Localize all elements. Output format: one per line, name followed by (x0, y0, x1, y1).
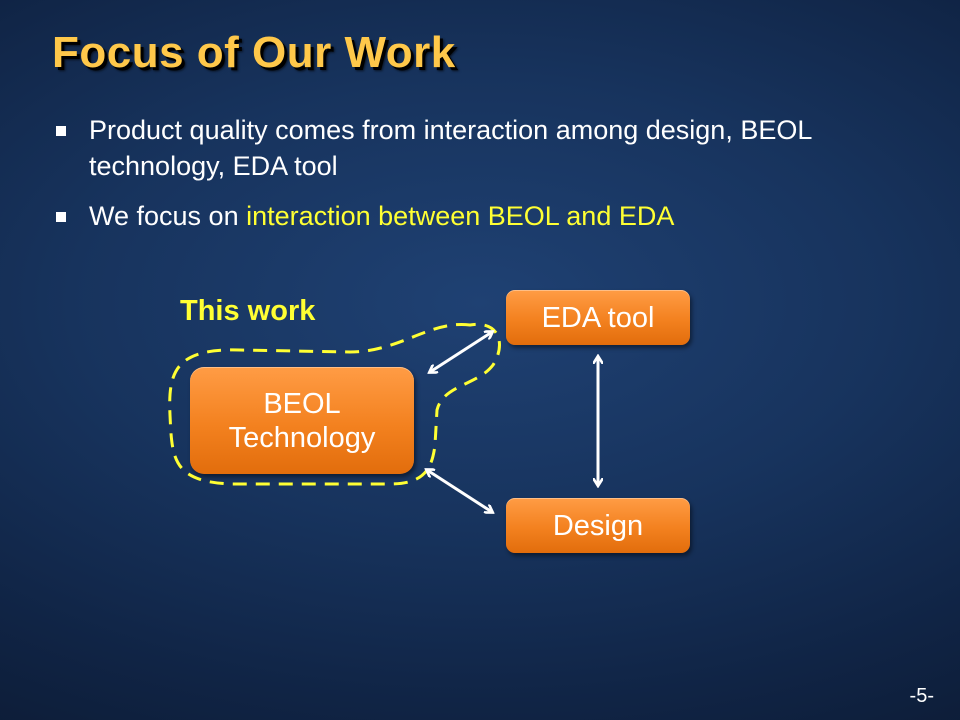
beol-label-line2: Technology (228, 421, 376, 454)
design-label: Design (552, 509, 644, 542)
bullet-text: Product quality comes from interaction a… (89, 115, 812, 181)
square-bullet-icon (56, 126, 66, 136)
bullet-list: Product quality comes from interaction a… (56, 112, 926, 234)
beol-technology-node: BEOL Technology (190, 367, 414, 474)
bullet-item-focus: We focus on interaction between BEOL and… (56, 198, 926, 234)
bullet-highlight-text: interaction between BEOL and EDA (246, 201, 675, 231)
eda-tool-node: EDA tool (506, 290, 690, 345)
design-node: Design (506, 498, 690, 553)
eda-tool-label: EDA tool (541, 301, 655, 334)
arrow-beol-design (427, 470, 492, 512)
bullet-text-prefix: We focus on (89, 201, 247, 231)
square-bullet-icon (56, 212, 66, 222)
bullet-item-quality: Product quality comes from interaction a… (56, 112, 926, 184)
this-work-label: This work (180, 295, 316, 327)
arrow-beol-eda (430, 332, 492, 372)
page-number: -5- (909, 685, 934, 707)
slide-title: Focus of Our Work (52, 28, 456, 77)
beol-label-line1: BEOL (263, 387, 341, 420)
